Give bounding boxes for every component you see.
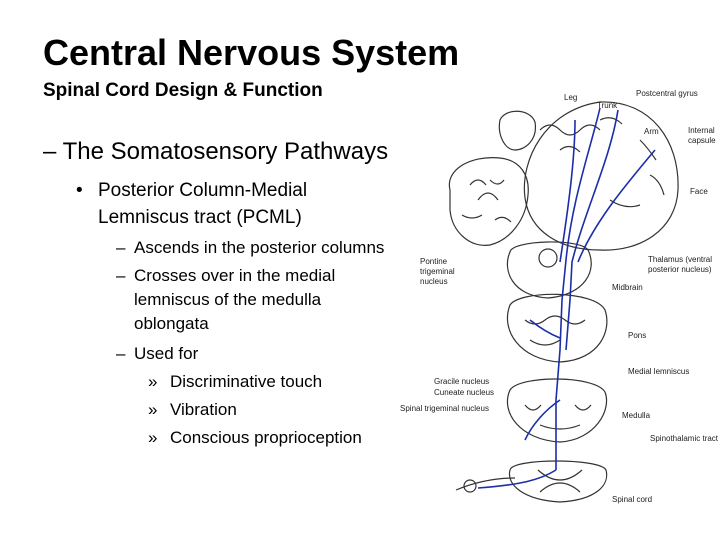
- label-pontine: trigeminal: [420, 267, 455, 276]
- cortex-gyri: [539, 117, 665, 208]
- level3-dash: –: [116, 344, 126, 363]
- level3-text: Ascends in the posterior columns: [134, 238, 385, 257]
- label-pontine: nucleus: [420, 277, 448, 286]
- level4-text: Vibration: [170, 400, 237, 419]
- level2-bullet: •: [76, 180, 83, 201]
- level3-item-crosses: – Crosses over in the medial lemniscus o…: [116, 264, 335, 336]
- medulla-detail: [524, 404, 592, 430]
- pathway-line: [477, 469, 557, 489]
- midbrain-outline: [506, 241, 592, 299]
- coronal-section-outline: [448, 157, 529, 246]
- level3-line: lemniscus of the medulla: [134, 290, 322, 309]
- level4-text: Conscious proprioception: [170, 428, 362, 447]
- level3-line: Crosses over in the medial: [134, 266, 336, 285]
- label-spinothalamic-tract: Spinothalamic tract: [650, 434, 719, 443]
- cortex-outline: [523, 101, 679, 251]
- spinal-cord-outline: [508, 460, 608, 503]
- label-face: Face: [690, 187, 708, 196]
- label-thalamus: posterior nucleus): [648, 265, 712, 274]
- label-spinal-trigeminal-nucleus: Spinal trigeminal nucleus: [400, 404, 489, 413]
- level1-item: – The Somatosensory Pathways: [43, 138, 388, 166]
- label-internal-capsule: capsule: [688, 136, 716, 145]
- pathway-line: [565, 109, 619, 351]
- label-pontine: Pontine: [420, 257, 448, 266]
- level2-line-1: Posterior Column-Medial: [98, 180, 308, 201]
- spinal-cord-gray-matter: [537, 469, 583, 493]
- slide-title: Central Nervous System: [43, 32, 460, 73]
- pons-detail: [524, 315, 586, 346]
- label-arm: Arm: [644, 127, 659, 136]
- upper-section-outline: [498, 110, 537, 151]
- pathway-line: [529, 319, 561, 339]
- label-thalamus: Thalamus (ventral: [648, 255, 712, 264]
- label-postcentral-gyrus: Postcentral gyrus: [636, 89, 698, 98]
- level4-text: Discriminative touch: [170, 372, 323, 391]
- dorsal-root-ganglion: [463, 479, 477, 493]
- level4-bullet: »: [148, 372, 158, 391]
- level4-item: » Conscious proprioception: [148, 426, 362, 450]
- level3-dash: –: [116, 266, 126, 285]
- somatosensory-pathway-figure: Leg Trunk Postcentral gyrus Arm Internal…: [400, 89, 719, 504]
- slide-subtitle: Spinal Cord Design & Function: [43, 80, 323, 101]
- level3-item-ascends: – Ascends in the posterior columns: [116, 236, 384, 260]
- label-trunk: Trunk: [597, 101, 618, 110]
- level3-line: oblongata: [134, 314, 209, 333]
- level2-item: • Posterior Column-Medial Lemniscus trac…: [76, 177, 307, 231]
- level4-item: » Vibration: [148, 398, 237, 422]
- pathway-line: [524, 399, 561, 441]
- label-spinal-cord: Spinal cord: [612, 495, 652, 504]
- level3-dash: –: [116, 238, 126, 257]
- label-medial-lemniscus: Medial lemniscus: [628, 367, 689, 376]
- level4-item: » Discriminative touch: [148, 370, 322, 394]
- level1-text: The Somatosensory Pathways: [62, 138, 389, 165]
- pathway-line: [559, 119, 576, 263]
- label-pons: Pons: [628, 331, 646, 340]
- label-medulla: Medulla: [622, 411, 651, 420]
- label-internal-capsule: Internal: [688, 126, 715, 135]
- pons-outline: [506, 293, 608, 363]
- pathway-line: [577, 149, 656, 263]
- label-gracile-nucleus: Gracile nucleus: [434, 377, 489, 386]
- level3-text: Used for: [134, 344, 199, 363]
- level4-bullet: »: [148, 428, 158, 447]
- label-midbrain: Midbrain: [612, 283, 643, 292]
- midbrain-nucleus: [538, 248, 558, 268]
- level1-dash: –: [43, 138, 57, 165]
- label-leg: Leg: [564, 93, 577, 102]
- coronal-section-detail: [461, 179, 512, 223]
- label-cuneate-nucleus: Cuneate nucleus: [434, 388, 494, 397]
- pathway-line: [555, 107, 601, 470]
- level3-item-used-for: – Used for: [116, 342, 198, 366]
- level4-bullet: »: [148, 400, 158, 419]
- level2-line-2: Lemniscus tract (PCML): [98, 207, 302, 228]
- dorsal-root: [455, 477, 516, 491]
- medulla-outline: [506, 378, 607, 443]
